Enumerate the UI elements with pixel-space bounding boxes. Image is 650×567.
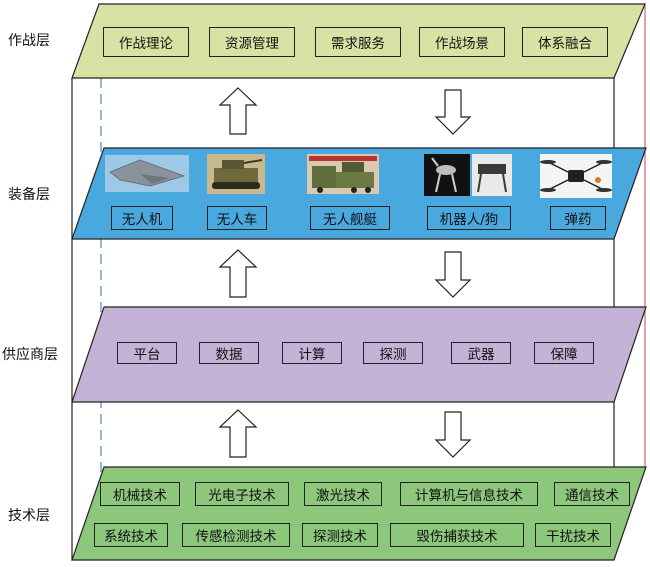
unmanned-ship-image: [307, 154, 379, 194]
tech-item-jamming: 干扰技术: [535, 523, 611, 547]
ops-item-combat-theory: 作战理论: [103, 27, 189, 57]
layer-supplier-plane: [71, 306, 647, 403]
supplier-item-platform: 平台: [117, 342, 177, 364]
up-arrow-1: [218, 87, 258, 135]
equip-item-uav: 无人机: [111, 206, 173, 230]
down-arrow-2: [434, 251, 472, 298]
unmanned-vehicle-image: [207, 154, 265, 194]
equip-item-robot-dog: 机器人/狗: [427, 206, 511, 230]
tech-item-system: 系统技术: [94, 523, 168, 547]
supplier-item-data: 数据: [199, 342, 259, 364]
supplier-item-computing: 计算: [282, 342, 342, 364]
down-arrow-3: [434, 411, 472, 458]
ops-item-demand-service: 需求服务: [315, 27, 401, 57]
tech-item-damage-capture: 毁伤捕获技术: [390, 523, 524, 547]
uav-image: [105, 155, 189, 192]
layer-operations-plane: [71, 3, 646, 79]
down-arrow-1: [434, 89, 472, 135]
ops-item-combat-scenario: 作战场景: [419, 27, 505, 57]
tech-item-computer-information: 计算机与信息技术: [400, 482, 538, 506]
layer-label-equipment: 装备层: [8, 187, 50, 203]
tech-item-communication: 通信技术: [554, 482, 630, 506]
layer-label-technology: 技术层: [8, 508, 50, 524]
munition-drone-image: [540, 154, 612, 198]
layer-label-operations: 作战层: [8, 33, 50, 49]
tech-item-laser: 激光技术: [304, 482, 382, 506]
supplier-item-weapons: 武器: [451, 342, 511, 364]
ops-item-system-integration: 体系融合: [522, 27, 608, 57]
equip-item-unmanned-vehicle: 无人车: [207, 206, 267, 230]
ops-item-resource-management: 资源管理: [209, 27, 295, 57]
equip-item-unmanned-ship: 无人舰艇: [310, 206, 390, 230]
up-arrow-2: [218, 249, 258, 298]
layer-technology-plane: [71, 466, 647, 561]
supplier-item-support: 保障: [534, 342, 594, 364]
tech-item-optoelectronic: 光电子技术: [195, 482, 289, 506]
layer-label-supplier: 供应商层: [2, 347, 58, 363]
tech-item-detection: 探测技术: [302, 523, 378, 547]
supplier-item-detection: 探测: [363, 342, 423, 364]
equip-item-munition: 弹药: [550, 206, 606, 230]
tech-item-sensing-detection: 传感检测技术: [182, 523, 290, 547]
robot-dog-image: [424, 154, 512, 196]
tech-item-mechanical: 机械技术: [100, 482, 180, 506]
up-arrow-3: [218, 409, 258, 458]
